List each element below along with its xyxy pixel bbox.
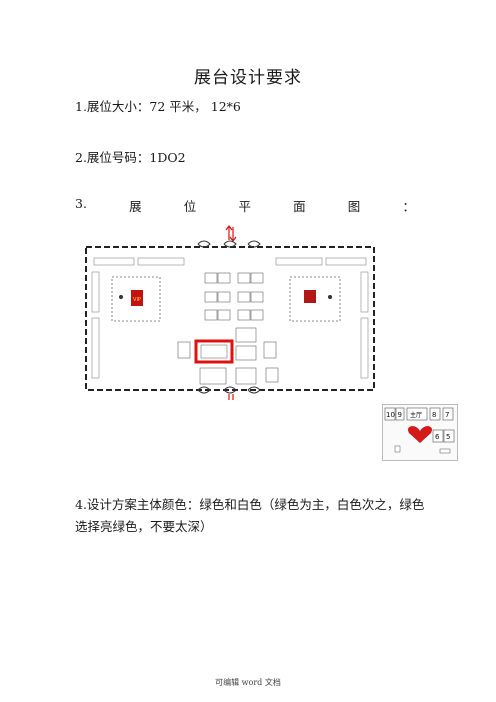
left-side-booths (91, 271, 369, 379)
heading-char: 图 (347, 199, 361, 214)
heading-char: 3. (75, 196, 87, 211)
heading-char: ： (402, 199, 415, 214)
main-hall-label: 主厅 (410, 411, 422, 419)
highlighted-booth (194, 339, 234, 364)
heading-char: 位 (183, 199, 197, 214)
sponsor-logo (304, 290, 316, 303)
vip-label: VIP (133, 297, 141, 303)
footer-note: 可编辑 word 文档 (215, 678, 281, 687)
hall-number-6: 6 (435, 433, 440, 441)
hall-number-8: 8 (432, 411, 436, 419)
center-booths (177, 272, 279, 385)
booth-size-line: 1.展位大小：72 平米， 12*6 (75, 99, 241, 114)
bottom-doors (197, 386, 261, 394)
entrance-arrow-top (225, 225, 237, 242)
entrance-arrow-bottom (228, 394, 234, 400)
hall-number-5: 5 (446, 433, 450, 441)
vip-area (111, 276, 161, 322)
top-doors (197, 240, 261, 248)
sponsor-area (289, 276, 341, 322)
heading-char: 展 (129, 199, 142, 214)
hall-number-10: 10 (386, 411, 395, 419)
vip-logo (131, 290, 143, 306)
heading-char: 平 (238, 199, 251, 214)
hall-legend: 10 9 主厅 8 7 6 5 (382, 404, 458, 461)
top-left-booth-strip (93, 257, 367, 266)
floorplan-heading: 3. 展 位 平 面 图 ： (75, 196, 415, 215)
heading-char: 面 (293, 199, 306, 214)
hall-number-9: 9 (398, 411, 402, 419)
booth-number-line: 2.展位号码：1DO2 (75, 150, 186, 165)
legend-map: 10 9 主厅 8 7 6 5 (384, 407, 455, 454)
hall-number-7: 7 (445, 411, 449, 419)
color-requirement: 4.设计方案主体颜色：绿色和白色（绿色为主，白色次之，绿色选择亮绿色，不要太深） (75, 497, 425, 534)
document-title: 展台设计要求 (194, 68, 302, 88)
heart-marker-icon (408, 426, 432, 443)
floorplan-figure: VIP (85, 225, 375, 400)
